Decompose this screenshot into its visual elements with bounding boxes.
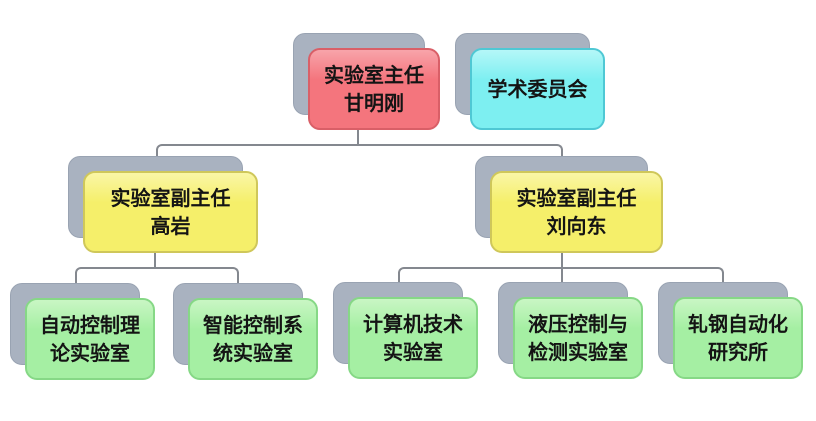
lab-intelligent-line1: 智能控制系 bbox=[203, 313, 303, 337]
lab-rolling-box: 轧钢自动化 研究所 bbox=[673, 297, 803, 379]
org-node-lab-rolling: 轧钢自动化 研究所 bbox=[658, 282, 803, 379]
committee-title: 学术委员会 bbox=[487, 77, 588, 101]
org-node-director: 实验室主任 甘明刚 bbox=[293, 33, 440, 130]
lab-auto-control-box: 自动控制理 论实验室 bbox=[25, 298, 155, 380]
lab-computer-line2: 实验室 bbox=[383, 340, 443, 364]
connector-director-drop bbox=[357, 130, 359, 145]
lab-hydraulic-box: 液压控制与 检测实验室 bbox=[513, 297, 643, 379]
lab-computer-box: 计算机技术 实验室 bbox=[348, 297, 478, 379]
committee-box: 学术委员会 bbox=[470, 48, 605, 130]
director-title: 实验室主任 bbox=[324, 63, 424, 87]
lab-auto-control-line1: 自动控制理 bbox=[40, 313, 140, 337]
lab-hydraulic-line2: 检测实验室 bbox=[528, 340, 628, 364]
deputy-right-name: 刘向东 bbox=[546, 214, 607, 238]
lab-auto-control-line2: 论实验室 bbox=[50, 341, 130, 365]
org-node-deputy-right: 实验室副主任 刘向东 bbox=[475, 156, 663, 253]
lab-intelligent-box: 智能控制系 统实验室 bbox=[188, 298, 318, 380]
org-node-lab-auto-control: 自动控制理 论实验室 bbox=[10, 283, 155, 380]
lab-rolling-line2: 研究所 bbox=[708, 340, 768, 364]
lab-rolling-line1: 轧钢自动化 bbox=[688, 312, 788, 336]
deputy-left-title: 实验室副主任 bbox=[110, 186, 231, 210]
org-node-lab-intelligent: 智能控制系 统实验室 bbox=[173, 283, 318, 380]
org-node-committee: 学术委员会 bbox=[455, 33, 605, 130]
connector-bus-right bbox=[398, 267, 724, 282]
connector-deputy-left-drop bbox=[154, 253, 156, 268]
lab-intelligent-line2: 统实验室 bbox=[213, 341, 293, 365]
deputy-right-title: 实验室副主任 bbox=[516, 186, 637, 210]
lab-computer-line1: 计算机技术 bbox=[363, 312, 463, 336]
org-node-deputy-left: 实验室副主任 高岩 bbox=[68, 156, 258, 253]
deputy-right-box: 实验室副主任 刘向东 bbox=[490, 171, 663, 253]
director-name: 甘明刚 bbox=[344, 91, 404, 115]
deputy-left-name: 高岩 bbox=[150, 214, 191, 238]
director-box: 实验室主任 甘明刚 bbox=[308, 48, 440, 130]
org-node-lab-hydraulic: 液压控制与 检测实验室 bbox=[498, 282, 643, 379]
connector-bus-left bbox=[75, 267, 239, 283]
lab-hydraulic-line1: 液压控制与 bbox=[528, 312, 628, 336]
org-node-lab-computer: 计算机技术 实验室 bbox=[333, 282, 478, 379]
connector-bus-level1 bbox=[156, 144, 563, 157]
deputy-left-box: 实验室副主任 高岩 bbox=[83, 171, 258, 253]
